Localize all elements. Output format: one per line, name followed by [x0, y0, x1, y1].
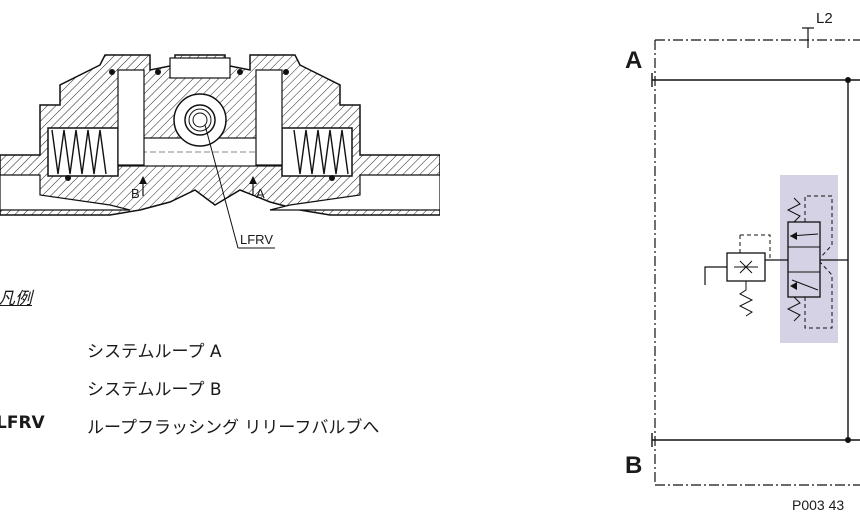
figure-code: P003 43: [792, 497, 845, 513]
schematic-port-l2-label: L2: [816, 10, 833, 27]
legend-desc-a: システムループ A: [87, 342, 222, 362]
hydraulic-schematic: [651, 27, 860, 486]
section-port-b-label: B: [131, 186, 140, 201]
shuttle-valve-highlight: [780, 175, 838, 343]
valve-section-drawing: [0, 54, 440, 249]
lfrv-callout-label: LFRV: [240, 232, 273, 247]
legend-title: 凡例: [0, 289, 32, 309]
schematic-port-a-label: A: [625, 47, 643, 74]
legend-desc-b: システムループ B: [87, 380, 222, 400]
legend-key-lfrv: LFRV: [0, 413, 45, 433]
section-port-a-label: A: [256, 186, 265, 201]
legend-desc-lfrv: ループフラッシング リリーフバルブへ: [87, 418, 380, 438]
schematic-port-b-label: B: [625, 452, 643, 479]
